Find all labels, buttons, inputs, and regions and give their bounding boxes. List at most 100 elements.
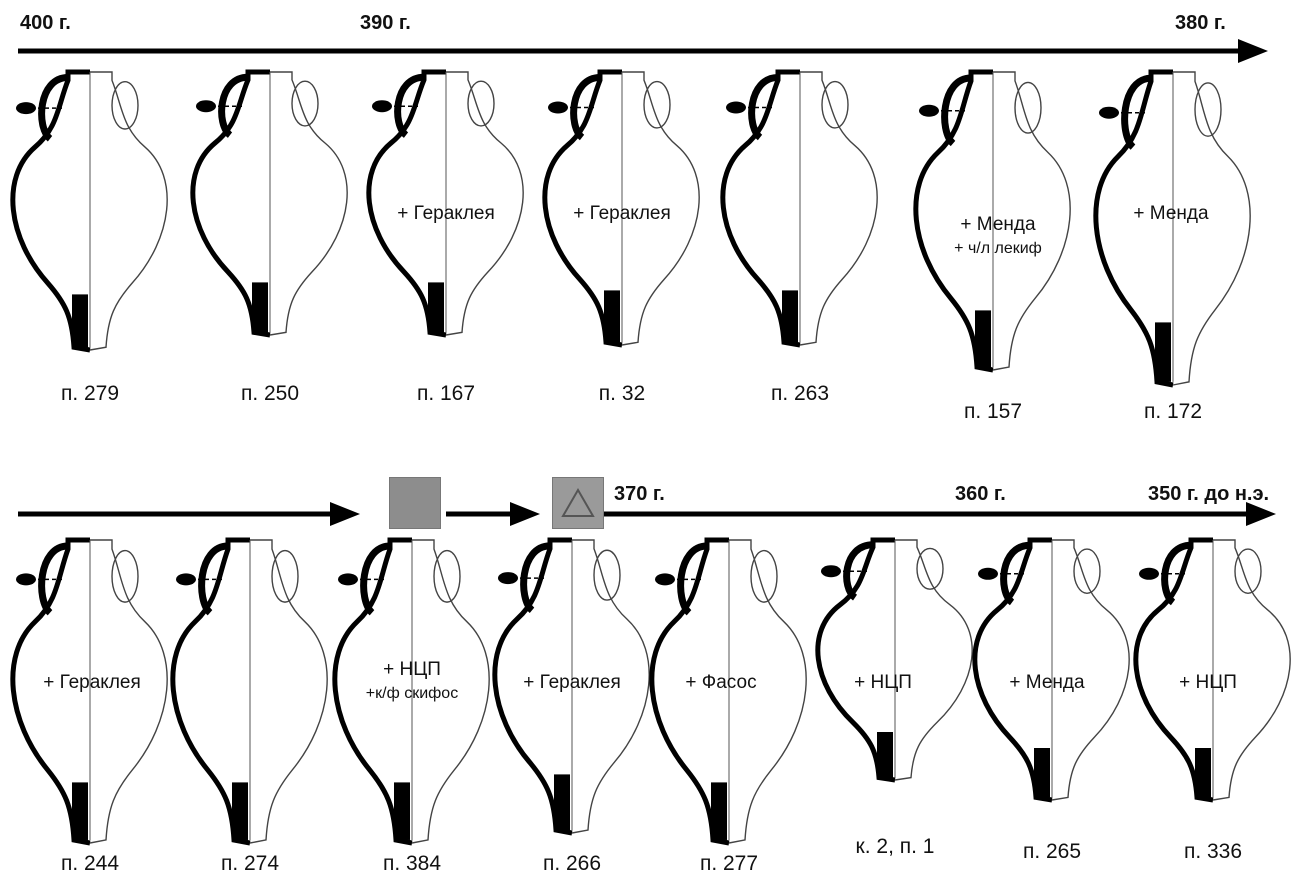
amphora-caption: п. 277 (699, 852, 759, 875)
amphora-handle-outline (1234, 548, 1262, 595)
amphora-handle-outline (467, 80, 495, 127)
amphora-profile-right (1051, 539, 1130, 801)
amphora-profile-right (992, 71, 1071, 371)
arrow-head-icon (1238, 39, 1268, 63)
amphora-caption: п. 266 (542, 852, 602, 875)
amphora-caption: п. 32 (598, 382, 646, 405)
handle-cross-section-icon (655, 573, 675, 586)
handle-cross-section-icon (338, 573, 358, 586)
amphora-caption: п. 279 (60, 382, 120, 405)
amphora-handle-section (360, 542, 391, 616)
amphora-note: + НЦП+к/ф скифос (365, 659, 459, 702)
amphora-handle-section (570, 73, 601, 141)
handle-cross-section-icon (919, 104, 939, 117)
amphora-handle-outline (750, 549, 778, 603)
amphora-profile-right (89, 71, 168, 351)
triangle-stamp-icon (561, 487, 595, 517)
amphora-handle-section (38, 542, 69, 616)
handle-cross-section-icon (1099, 106, 1119, 119)
amphora-note: + Менда (1009, 672, 1085, 693)
amphora-handle-outline (821, 80, 849, 129)
amphora-handle-section (394, 73, 425, 138)
amphora-caption: п. 265 (1022, 840, 1082, 863)
amphora-toe-section (782, 290, 798, 343)
amphora-handle-outline (1014, 81, 1042, 134)
amphora-note: + Гераклея (573, 203, 671, 224)
amphora-caption: п. 250 (240, 382, 300, 405)
amphora-caption: п. 263 (770, 382, 830, 405)
amphora-handle-outline (111, 549, 139, 603)
amphora-handle-outline (1073, 548, 1101, 595)
amphora-caption: п. 167 (416, 382, 476, 405)
handle-cross-section-icon (498, 572, 518, 585)
amphora-handle-outline (111, 81, 139, 130)
amphora-handle-outline (271, 549, 299, 603)
amphora-caption: п. 157 (963, 400, 1023, 423)
amphora-toe-section (975, 310, 991, 368)
amphora-toe-section (252, 282, 268, 333)
amphora-handle-outline (916, 547, 944, 590)
amphora-profile-left (1093, 69, 1174, 388)
arrow-head-icon (1246, 502, 1276, 526)
stamp-photo (389, 477, 441, 529)
handle-cross-section-icon (548, 101, 568, 114)
year-label-400: 400 г. (20, 12, 71, 34)
amphora-caption: п. 274 (220, 852, 280, 875)
amphora-toe-section (72, 782, 88, 840)
amphora-toe-section (232, 782, 248, 840)
amphora-caption: п. 172 (1143, 400, 1203, 423)
amphora-handle-section (218, 73, 249, 138)
amphora-profile-right (445, 71, 524, 336)
stamp-photo-triangle (552, 477, 604, 529)
amphora-profile-left (170, 537, 251, 846)
year-label-380: 380 г. (1175, 12, 1226, 34)
amphora-handle-section (1121, 74, 1152, 150)
amphora-profile-left (720, 69, 801, 348)
amphora-profile-left (649, 537, 730, 846)
amphora-profile-right (89, 539, 168, 844)
amphora-note: + НЦП (854, 672, 912, 693)
amphora-handle-outline (643, 80, 671, 129)
handle-cross-section-icon (372, 100, 392, 113)
amphora-handle-section (38, 74, 69, 142)
amphora-profile-left (542, 69, 623, 348)
amphora-toe-section (1195, 748, 1211, 798)
amphora-profile-left (10, 69, 91, 353)
amphora-handle-section (748, 73, 779, 141)
amphora-toe-section (428, 282, 444, 333)
amphora-profile-right (571, 539, 650, 834)
handle-cross-section-icon (978, 567, 998, 580)
amphora-profile-right (249, 539, 328, 844)
amphora-caption: к. 2, п. 1 (855, 835, 935, 858)
amphora-toe-section (1155, 322, 1171, 382)
amphora-handle-section (677, 542, 708, 616)
amphora-handle-section (520, 542, 551, 613)
year-label-390: 390 г. (360, 12, 411, 34)
amphora-note: + Гераклея (43, 672, 141, 693)
amphora-note: + Менда+ ч/л лекиф (954, 214, 1042, 257)
handle-cross-section-icon (176, 573, 196, 586)
amphora-toe-section (394, 782, 410, 840)
year-label-370: 370 г. (614, 483, 665, 505)
amphora-caption: п. 336 (1183, 840, 1243, 863)
amphora-note: + Менда (1133, 203, 1209, 224)
amphora-handle-outline (1194, 82, 1222, 137)
amphora-profile-right (621, 71, 700, 346)
amphora-profile-left (332, 537, 413, 846)
amphora-profile-right (799, 71, 878, 346)
amphora-caption: п. 384 (382, 852, 442, 875)
amphora-profile-left (913, 69, 994, 373)
arrow-head-icon (510, 502, 540, 526)
amphora-note: + Гераклея (523, 672, 621, 693)
year-label-350: 350 г. до н.э. (1148, 483, 1270, 505)
amphora-toe-section (711, 782, 727, 840)
amphora-handle-section (1000, 541, 1031, 606)
amphora-profile-left (972, 537, 1053, 803)
arrow-head-icon (330, 502, 360, 526)
handle-cross-section-icon (1139, 567, 1159, 580)
amphora-handle-outline (593, 549, 621, 601)
amphora-handle-outline (433, 549, 461, 603)
amphora-note: + НЦП (1179, 672, 1237, 693)
